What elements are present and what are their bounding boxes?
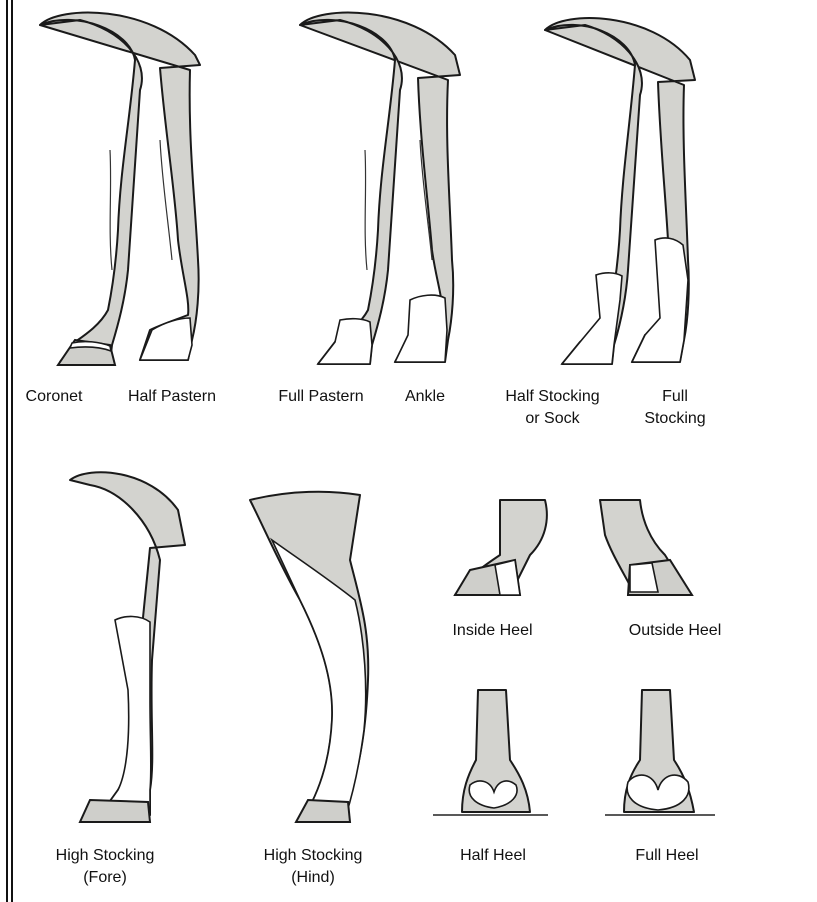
- hoof-outside-heel: [600, 500, 692, 595]
- label-half-heel: Half Heel: [438, 845, 548, 867]
- label-half-pastern: Half Pastern: [112, 386, 232, 408]
- leg-pair-stockings: [545, 18, 695, 364]
- white-marking-high-stocking-fore: [100, 616, 151, 815]
- label-high-stocking-fore: High Stocking (Fore): [30, 845, 180, 889]
- white-marking-full-stocking: [632, 238, 688, 362]
- leg-high-stocking-hind: [250, 492, 368, 822]
- label-high-stocking-hind: High Stocking (Hind): [238, 845, 388, 889]
- hoof-full-heel: [605, 690, 715, 815]
- leg-high-stocking-fore: [70, 472, 185, 822]
- hoof-high-stocking-hind: [296, 800, 350, 822]
- hoof-high-stocking-fore: [80, 800, 150, 822]
- label-full-stocking: Full Stocking: [625, 386, 725, 430]
- hoof-inside-heel: [455, 500, 547, 595]
- label-full-pastern: Full Pastern: [262, 386, 380, 408]
- leg-half-stocking-silhouette: [545, 25, 642, 364]
- leg-coronet-silhouette: [40, 20, 142, 362]
- leg-pair-full-pastern-ankle: [300, 13, 460, 364]
- label-inside-heel: Inside Heel: [430, 620, 555, 642]
- label-outside-heel: Outside Heel: [605, 620, 745, 642]
- label-full-heel: Full Heel: [612, 845, 722, 867]
- leg-pair-coronet-half-pastern: [40, 13, 200, 365]
- leg-shading-lines-2: [365, 140, 432, 270]
- label-coronet: Coronet: [14, 386, 94, 408]
- hoof-half-heel: [433, 690, 548, 815]
- white-marking-ankle: [395, 295, 447, 362]
- white-marking-half-stocking: [562, 273, 622, 364]
- leg-full-pastern-silhouette: [300, 20, 402, 364]
- label-ankle: Ankle: [390, 386, 460, 408]
- white-marking-half-pastern: [140, 318, 192, 360]
- white-marking-full-pastern: [318, 319, 372, 364]
- white-marking-inside-heel: [495, 560, 520, 595]
- label-half-stocking: Half Stocking or Sock: [485, 386, 620, 430]
